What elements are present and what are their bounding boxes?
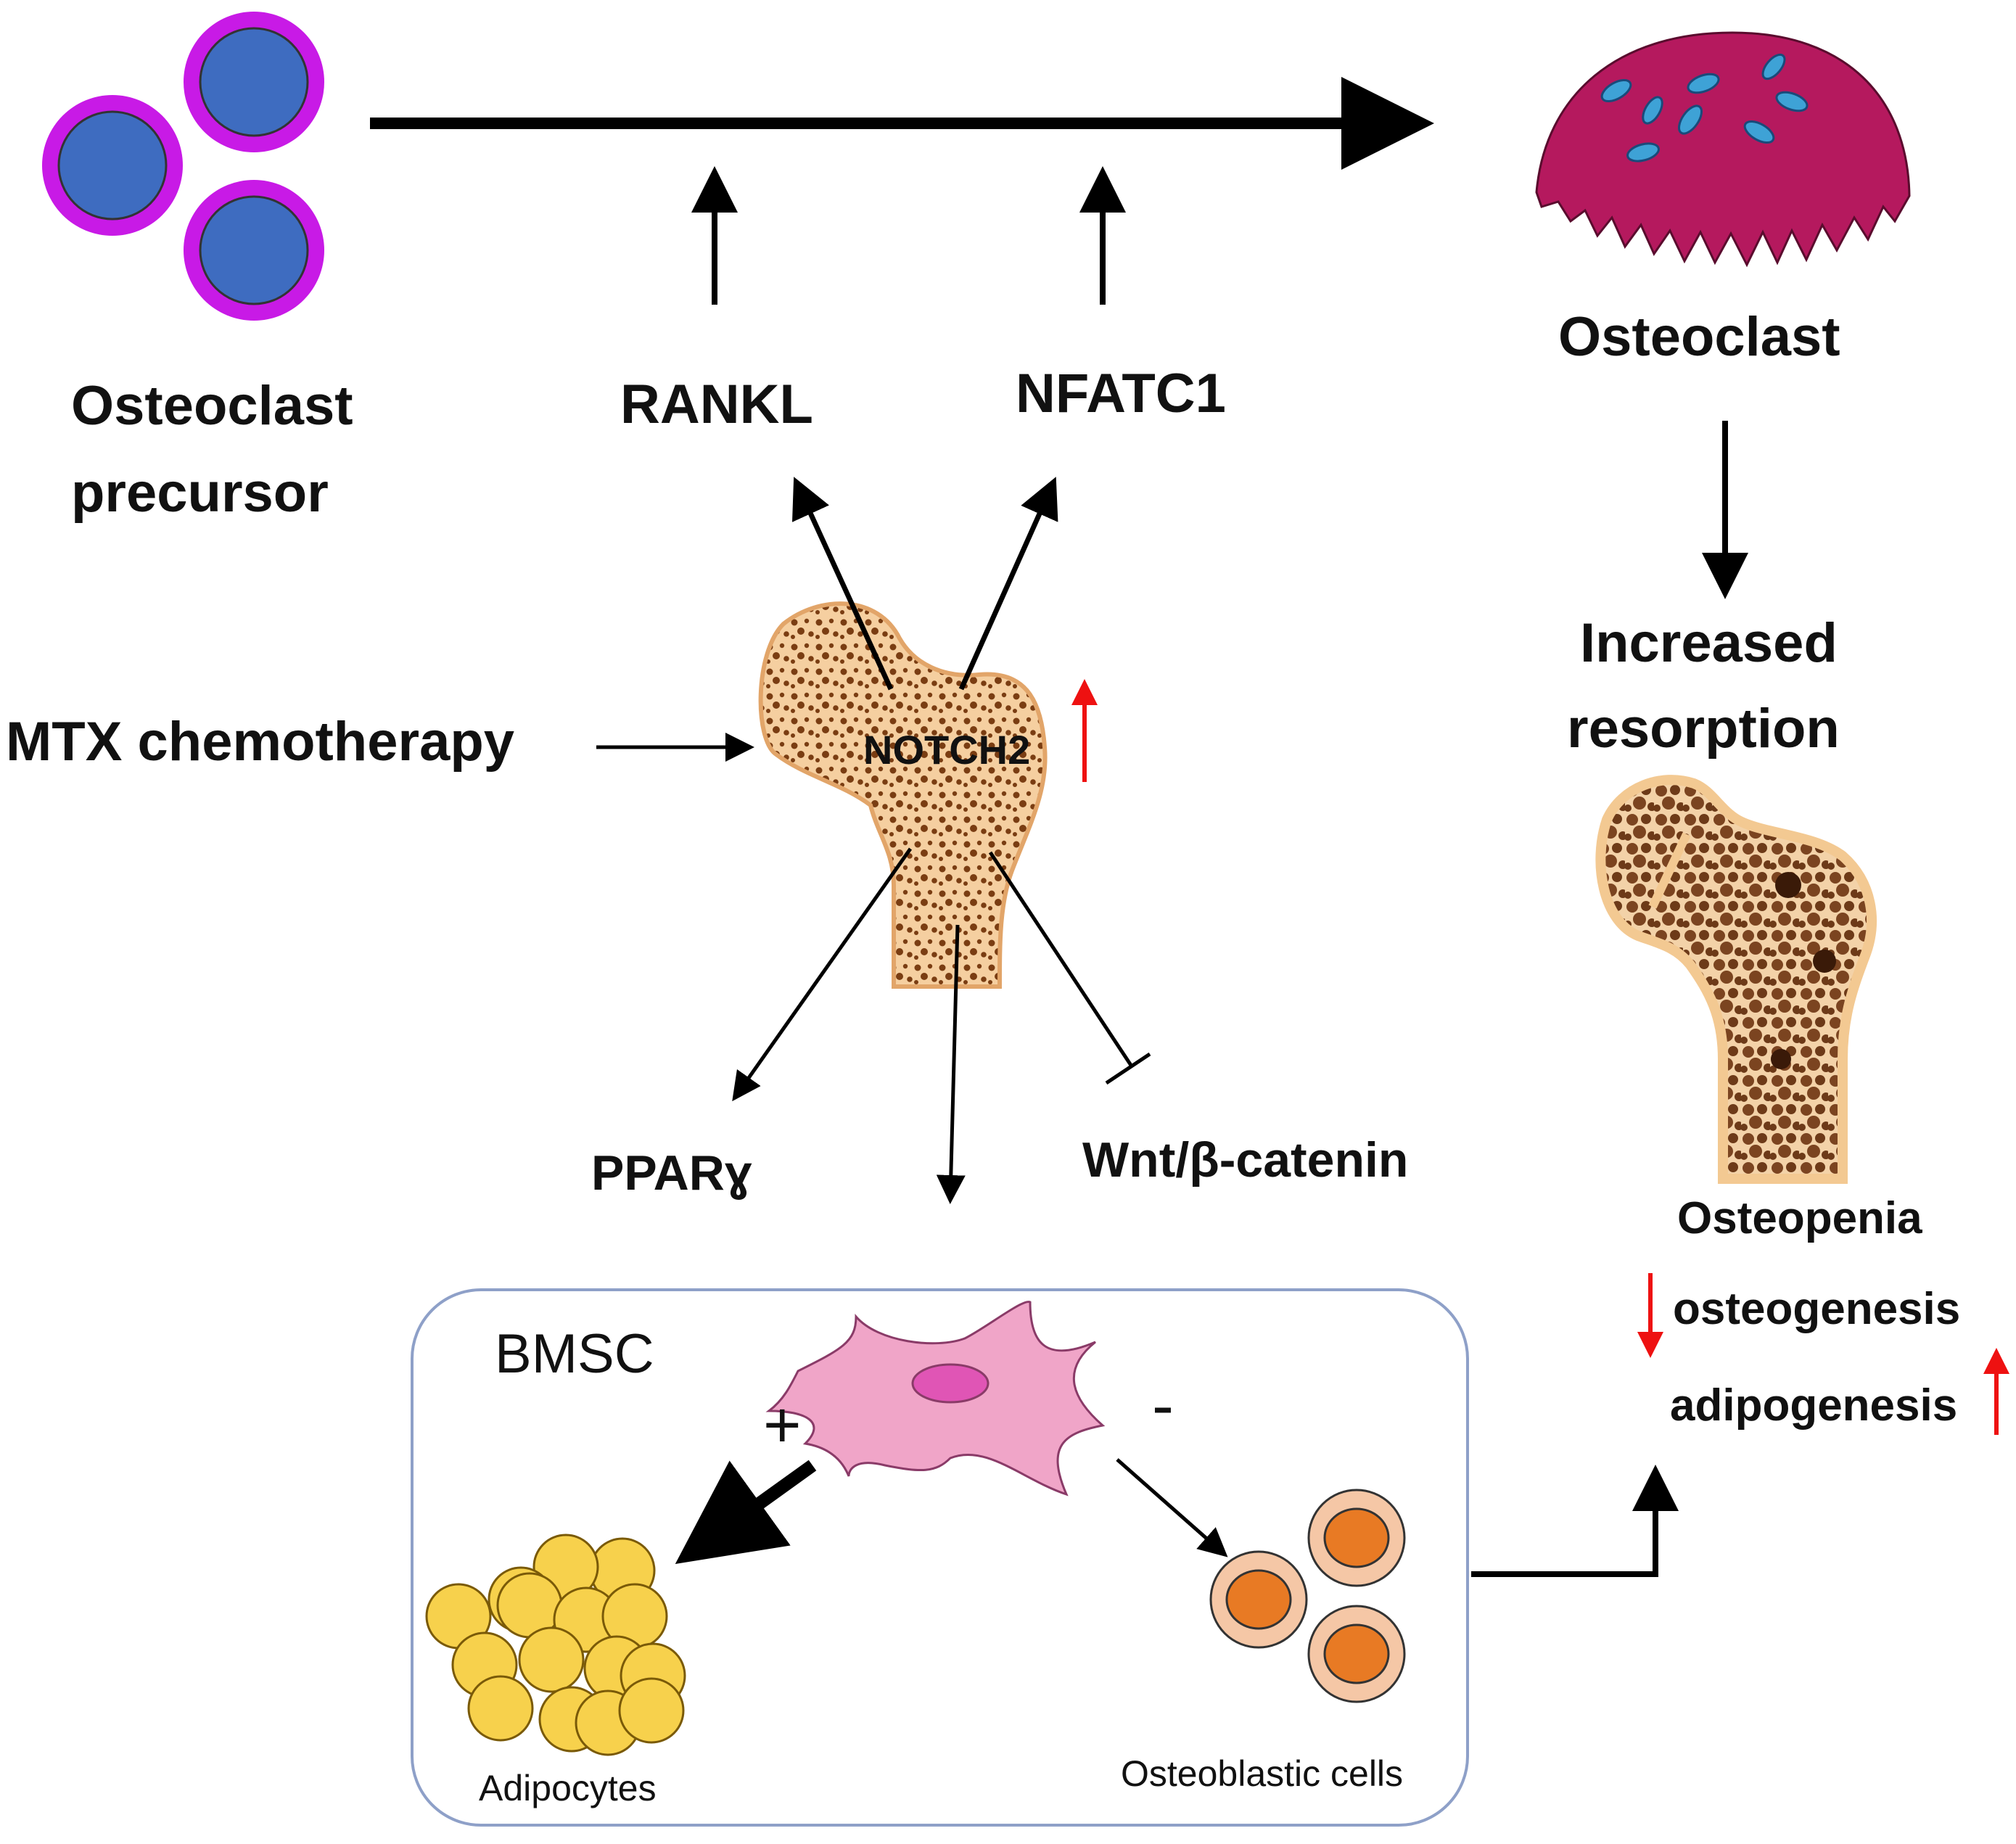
osteoblast-nucleus [1323, 1507, 1390, 1568]
notch2-bone [758, 601, 1048, 989]
precursor-nucleus [57, 110, 168, 221]
adipocyte [518, 1626, 585, 1693]
bmsc-label: BMSC [495, 1323, 654, 1385]
porous-femur [1595, 775, 1877, 1184]
osteoclast-precursor-label-line2: precursor [71, 462, 329, 524]
adipocytes-label: Adipocytes [479, 1768, 657, 1808]
osteoclast-nucleus [1600, 78, 1632, 103]
osteoclast-nucleus [1626, 142, 1660, 162]
mtx-chemotherapy-label: MTX chemotherapy [6, 711, 514, 773]
adipocyte-cluster [425, 1534, 686, 1756]
plus-sign: + [763, 1389, 802, 1462]
notch2-to-rankl-arrow [791, 477, 894, 691]
osteoclast-label: Osteoclast [1558, 306, 1840, 368]
bmsc-to-osteoblasts-arrow [1116, 1458, 1228, 1557]
wnt-catenin-label: Wnt/β-catenin [1082, 1132, 1408, 1188]
osteoclast-cell [1535, 31, 1911, 268]
osteoclast-nucleus [1687, 73, 1720, 94]
precursor-nucleus [199, 195, 309, 305]
osteoclast-nucleus [1677, 104, 1703, 135]
minus-sign: - [1152, 1370, 1174, 1442]
bmsc-nucleus [911, 1363, 990, 1404]
osteoblast-nucleus [1323, 1623, 1390, 1684]
osteoclast-nucleus [1761, 53, 1786, 81]
osteoclast-nucleus [1642, 96, 1663, 125]
osteoblastic-cells [1209, 1489, 1406, 1703]
osteopenic-femur [1595, 775, 1877, 1184]
adipogenesis-label: adipogenesis [1670, 1380, 1957, 1431]
bmsc-to-adipocytes-arrow [675, 1460, 817, 1565]
osteoclast-nucleus [1775, 91, 1809, 112]
notch2-label: NOTCH2 [863, 727, 1030, 773]
osteoclast-precursor-cells [42, 12, 324, 321]
adipocyte [618, 1677, 685, 1744]
osteogenesis-label: osteogenesis [1673, 1284, 1960, 1334]
spongy-femur [758, 601, 1048, 989]
bone-cavity [1771, 1049, 1791, 1069]
notch2-inhibits-wnt [988, 851, 1134, 1068]
bone-cavity [1775, 872, 1801, 898]
adipocyte [467, 1675, 534, 1742]
osteoclast-body [1535, 31, 1911, 268]
bmsc-to-osteopenia-arrow [1471, 1465, 1679, 1577]
precursor-nucleus [199, 27, 309, 137]
osteoblastic-cells-label: Osteoblastic cells [1121, 1753, 1403, 1794]
bone-cavity [1813, 950, 1836, 973]
ppar-gamma-label: PPARɣ [591, 1145, 752, 1201]
notch2-to-ppar-arrow [732, 847, 913, 1102]
rankl-label: RANKL [620, 374, 813, 435]
osteopenia-label: Osteopenia [1677, 1193, 1922, 1243]
osteoclast-nucleus [1743, 120, 1775, 144]
increased-resorption-label-line2: resorption [1567, 698, 1840, 760]
increased-resorption-label-line1: Increased [1580, 612, 1838, 674]
inhibition-bar [1105, 1052, 1151, 1085]
nfatc1-label: NFATC1 [1016, 363, 1226, 424]
femoral-neck-line [1648, 832, 1691, 909]
osteoclast-precursor-label-line1: Osteoclast [71, 375, 353, 437]
notch2-to-bmsc-arrow [936, 924, 966, 1204]
notch2-to-nfatc1-arrow [958, 477, 1058, 691]
bmsc-cell [765, 1301, 1106, 1497]
osteoblast-nucleus [1225, 1569, 1292, 1630]
